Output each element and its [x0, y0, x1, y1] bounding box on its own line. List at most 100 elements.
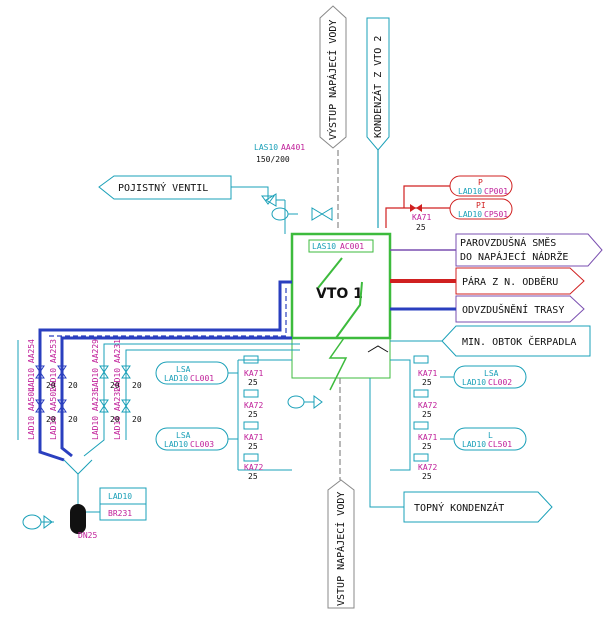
safety-valve-icon[interactable] [261, 193, 286, 234]
drain-valve-tag: LAD10 AA502 [49, 387, 58, 440]
drain-valve-icon[interactable] [35, 365, 45, 379]
small-valve-icon[interactable] [413, 453, 429, 462]
kondenzat-vto2-label: KONDENZÁT Z VTO 2 [371, 36, 384, 138]
drain-collector: LAD10 BR231 DN25 [22, 459, 147, 540]
drain-prefix: LAD10 [108, 492, 132, 501]
lsa-right-func: LSA [484, 369, 499, 378]
vessel-tag-prefix: LAS10 [312, 242, 336, 251]
instrument-pi-prefix: LAD10 [458, 210, 482, 219]
instrument-lsa-left-bot: LSA LAD10 CL003 [155, 427, 229, 451]
odvzdusneni-arrow: ODVZDUŠNĚNÍ TRASY [455, 295, 585, 323]
vystup-top-label: VÝSTUP NAPÁJECÍ VODY [326, 20, 339, 140]
small-valve-code: KA72 [418, 463, 437, 472]
small-valve-icon[interactable] [243, 355, 259, 364]
drain-code: BR231 [108, 509, 132, 518]
small-valve-size: 25 [248, 442, 258, 451]
pojistny-label: POJISTNÝ VENTIL [118, 181, 208, 194]
drain-valve-icon[interactable] [99, 365, 109, 379]
l-right-func: L [488, 431, 493, 440]
kondenzat-vto2-arrow: KONDENZÁT Z VTO 2 [366, 17, 390, 151]
drain-valve-size: 20 [132, 415, 142, 424]
small-valve-size: 25 [248, 472, 258, 481]
drain-valve-tag: LAD10 AA254 [27, 339, 36, 392]
funnel-icon [70, 504, 86, 534]
para-label: PÁRA Z N. ODBĚRU [462, 275, 558, 288]
min-obtok-arrow: MIN. OBTOK ČERPADLA [441, 325, 591, 357]
small-valve-code: KA71 [244, 433, 263, 442]
instrument-p: P LAD10 CP001 [449, 175, 513, 197]
left-small-valves: KA71 25 KA72 25 KA71 25 KA72 25 [237, 355, 292, 481]
topny-arrow: TOPNÝ KONDENZÁT [403, 491, 553, 523]
small-valve-size: 25 [422, 442, 432, 451]
right-small-valves: KA71 25 KA72 25 KA71 25 KA72 25 [390, 355, 437, 481]
vystup-top-arrow: VÝSTUP NAPÁJECÍ VODY [319, 5, 347, 149]
instrument-p-letter: P [478, 178, 483, 187]
small-valve-size: 25 [248, 410, 258, 419]
drain-valve-size: 20 [132, 381, 142, 390]
small-valve-icon[interactable] [413, 421, 429, 430]
parovzdusna-arrow: PAROVZDUŠNÁ SMĚS DO NAPÁJECÍ NÁDRŽE [455, 233, 603, 267]
vessel-vto1: LAS10 AC001 VTO 1 [290, 232, 392, 340]
lsa-left-top-func: LSA [176, 365, 191, 374]
small-valve-size: 25 [422, 472, 432, 481]
drain-valve-icon[interactable] [57, 365, 67, 379]
min-obtok-label: MIN. OBTOK ČERPADLA [462, 335, 576, 348]
small-valve-icon[interactable] [243, 453, 259, 462]
lsa-right-prefix: LAD10 [462, 378, 486, 387]
small-valve-size: 25 [422, 410, 432, 419]
drain-size: DN25 [78, 531, 97, 540]
small-valve-icon[interactable] [243, 421, 259, 430]
vessel-tag-code: AC001 [340, 242, 364, 251]
lsa-left-top-prefix: LAD10 [164, 374, 188, 383]
small-valve-icon[interactable] [243, 389, 259, 398]
ka71-top-size: 25 [416, 223, 426, 232]
drain-valve-icon[interactable] [43, 515, 53, 529]
small-valve-size: 25 [422, 378, 432, 387]
drain-valve-size: 20 [110, 415, 120, 424]
small-valve-icon[interactable] [413, 355, 429, 364]
lsa-left-bot-code: CL003 [190, 440, 214, 449]
l-right-prefix: LAD10 [462, 440, 486, 449]
drain-valve-icon[interactable] [121, 399, 131, 413]
instrument-pi: PI LAD10 CP501 [449, 198, 513, 220]
lsa-left-bot-prefix: LAD10 [164, 440, 188, 449]
lsa-left-top-code: CL001 [190, 374, 214, 383]
valve-top-prefix: LAS10 [254, 143, 278, 152]
instrument-p-prefix: LAD10 [458, 187, 482, 196]
instrument-circle-icon [271, 207, 333, 221]
drain-valve-size: 20 [68, 381, 78, 390]
drain-valve-icon[interactable] [99, 399, 109, 413]
valve-top-code: AA401 [281, 143, 305, 152]
drain-valve-group: LAD10 AA254 LAD10 AA253 LAD10 AA229 LAD1… [27, 339, 142, 440]
instrument-pi-code: CP501 [484, 210, 508, 219]
lsa-left-bot-func: LSA [176, 431, 191, 440]
small-valve-size: 25 [248, 378, 258, 387]
drain-instrument-icon [22, 514, 42, 530]
drain-blue-lines [17, 280, 300, 462]
small-valve-code: KA72 [244, 463, 263, 472]
vstup-bottom-arrow: VSTUP NAPÁJECÍ VODY [327, 479, 355, 609]
instrument-pi-letter: PI [476, 201, 486, 210]
instrument-lsa-right: LSA LAD10 CL002 [453, 365, 527, 389]
vessel-lower-section [291, 337, 391, 391]
instrument-p-code: CP001 [484, 187, 508, 196]
drain-valve-icon[interactable] [121, 365, 131, 379]
vessel-title: VTO 1 [316, 286, 363, 302]
valve-top-tag: LAS10 AA401 150/200 [254, 143, 305, 164]
small-valve-icon[interactable] [413, 389, 429, 398]
vstup-bottom-label: VSTUP NAPÁJECÍ VODY [334, 492, 347, 606]
drain-valve-tag: LAD10 AA231 [113, 339, 122, 392]
parovzdusna-label-1: PAROVZDUŠNÁ SMĚS [460, 236, 556, 249]
small-valve-code: KA71 [418, 369, 437, 378]
lsa-right-code: CL002 [488, 378, 512, 387]
pojistny-arrow: POJISTNÝ VENTIL [98, 175, 232, 200]
drain-valve-tag: LAD10 AA504 [27, 387, 36, 440]
drain-valve-icon[interactable] [57, 399, 67, 413]
drain-valve-icon[interactable] [35, 399, 45, 413]
small-valve-code: KA72 [418, 401, 437, 410]
ka71-top-valve-icon[interactable] [410, 204, 422, 212]
parovzdusna-label-2: DO NAPÁJECÍ NÁDRŽE [460, 250, 568, 263]
drain-valve-size: 20 [46, 415, 56, 424]
topny-label: TOPNÝ KONDENZÁT [414, 501, 504, 514]
